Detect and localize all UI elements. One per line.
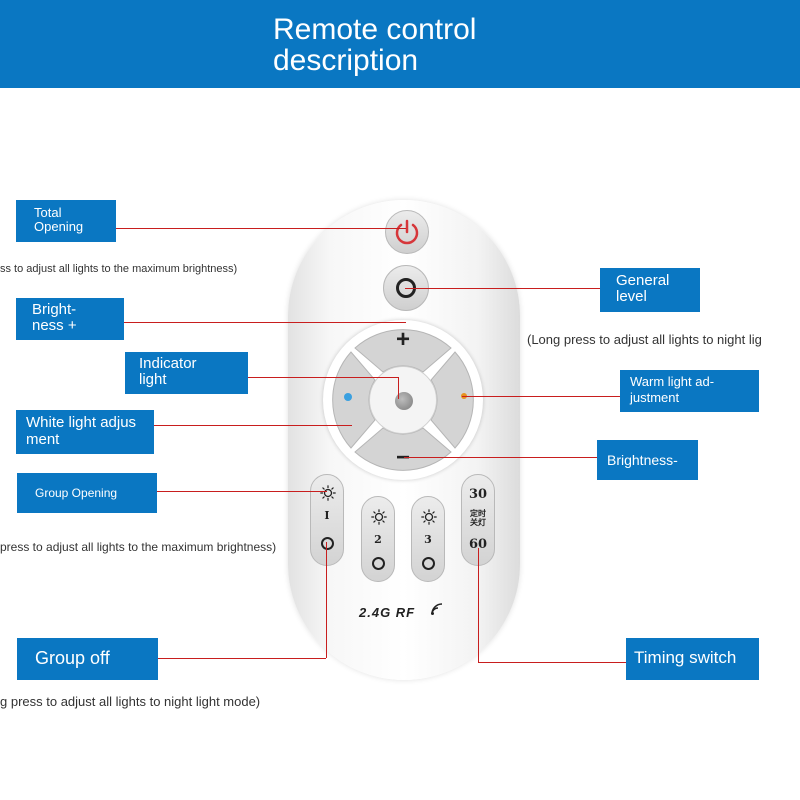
leader-group-off-up bbox=[326, 542, 327, 658]
leader-group-opening bbox=[157, 491, 327, 492]
warm-light-button[interactable] bbox=[430, 351, 474, 449]
leader-general-level bbox=[405, 288, 601, 289]
timer-chinese-label: 定时 关灯 bbox=[470, 509, 486, 527]
leader-group-off bbox=[158, 658, 326, 659]
leader-total-opening bbox=[116, 228, 406, 229]
label-group-opening: Group Opening bbox=[17, 473, 157, 513]
leader-indicator-light-down bbox=[398, 377, 399, 399]
group-3-button[interactable]: 3 bbox=[411, 496, 445, 582]
label-general-level: General level bbox=[600, 268, 700, 312]
leader-brightness-plus bbox=[124, 322, 406, 323]
plus-symbol: + bbox=[395, 326, 410, 353]
rf-brand-text: 2.4G RF bbox=[359, 605, 416, 620]
group-2-number: 2 bbox=[374, 533, 382, 546]
timer-60-label: 60 bbox=[468, 537, 488, 552]
group-3-number: 3 bbox=[424, 533, 432, 546]
leader-brightness-minus bbox=[404, 457, 598, 458]
white-light-dot bbox=[344, 393, 352, 401]
sun-icon bbox=[320, 485, 336, 501]
timer-30-label: 30 bbox=[468, 487, 488, 502]
label-warm-light: Warm light ad- justment bbox=[620, 370, 759, 412]
label-timing-switch: Timing switch bbox=[626, 638, 759, 680]
direction-pad: + − bbox=[323, 320, 483, 480]
sun-icon bbox=[371, 509, 387, 525]
label-brightness-minus: Brightness- bbox=[597, 440, 698, 480]
page-title: Remote control description bbox=[273, 13, 477, 77]
leader-indicator-light bbox=[248, 377, 398, 378]
power-button[interactable] bbox=[385, 210, 429, 254]
note-total-opening: ss to adjust all lights to the maximum b… bbox=[0, 263, 238, 275]
group-2-off-ring[interactable] bbox=[372, 557, 385, 570]
minus-symbol: − bbox=[395, 444, 410, 471]
header-banner: Remote control description bbox=[0, 0, 800, 88]
indicator-light bbox=[395, 392, 413, 410]
note-general-level: (Long press to adjust all lights to nigh… bbox=[527, 332, 762, 347]
leader-white-light bbox=[154, 425, 352, 426]
leader-timing-switch-up bbox=[478, 548, 479, 662]
label-white-light: White light adjus ment bbox=[16, 410, 154, 454]
label-group-off: Group off bbox=[17, 638, 158, 680]
sun-icon bbox=[421, 509, 437, 525]
leader-warm-light bbox=[462, 396, 620, 397]
power-icon bbox=[395, 219, 419, 245]
label-brightness-plus: Bright- ness + bbox=[16, 298, 124, 340]
group-3-off-ring[interactable] bbox=[422, 557, 435, 570]
label-total-opening: Total Opening bbox=[16, 200, 116, 242]
group-2-button[interactable]: 2 bbox=[361, 496, 395, 582]
signal-icon bbox=[431, 603, 443, 615]
label-indicator-light: Indicator light bbox=[125, 352, 248, 394]
group-1-off-ring[interactable] bbox=[321, 537, 334, 550]
note-group-opening: press to adjust all lights to the maximu… bbox=[0, 540, 277, 554]
group-1-button[interactable]: I bbox=[310, 474, 344, 566]
group-1-number: I bbox=[324, 509, 330, 522]
leader-timing-switch bbox=[478, 662, 628, 663]
note-group-off: g press to adjust all lights to night li… bbox=[0, 694, 261, 709]
